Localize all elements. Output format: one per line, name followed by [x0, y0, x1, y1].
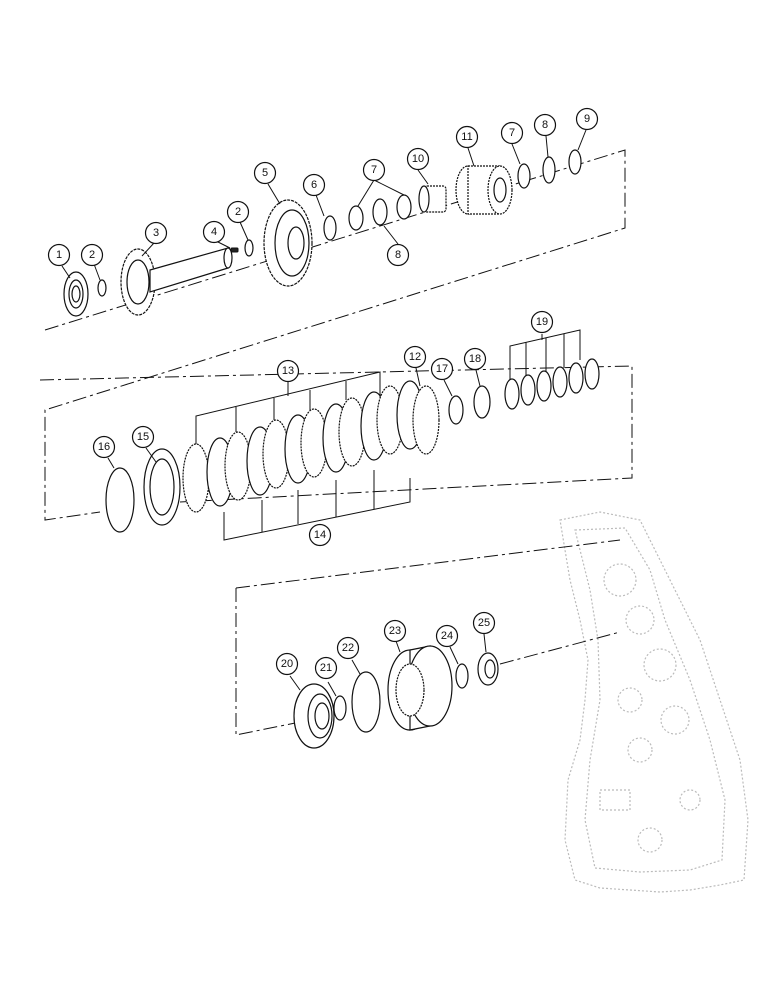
- callout-label: 18: [469, 353, 481, 365]
- callout-2a: 2: [80, 243, 104, 267]
- snap-ring-6: [323, 215, 337, 241]
- callout-label: 11: [461, 131, 472, 143]
- callout-1: 1: [47, 243, 71, 267]
- callout-label: 14: [314, 529, 326, 541]
- callout-label: 9: [584, 113, 590, 125]
- callout-label: 7: [509, 127, 515, 139]
- callout-label: 10: [412, 153, 424, 165]
- callout-7a: 7: [362, 158, 386, 182]
- callout-15: 15: [131, 425, 155, 449]
- snap-ring-24: [455, 663, 469, 689]
- callout-2b: 2: [226, 200, 250, 224]
- washer-18: [473, 385, 491, 419]
- callout-label: 4: [211, 226, 217, 238]
- callout-label: 19: [536, 316, 548, 328]
- callout-20: 20: [275, 652, 299, 676]
- callout-label: 3: [153, 227, 159, 239]
- washers-7b-8b-9: [517, 149, 582, 189]
- callout-label: 17: [436, 363, 448, 375]
- ring-21: [333, 695, 347, 721]
- pin-4: [230, 247, 239, 253]
- snap-ring-2b: [244, 239, 254, 257]
- callout-9: 9: [575, 107, 599, 131]
- callout-12: 12: [403, 345, 427, 369]
- snap-ring-16: [105, 467, 135, 533]
- callout-label: 16: [98, 441, 110, 453]
- callout-label: 8: [395, 249, 401, 261]
- callout-18: 18: [463, 347, 487, 371]
- leader-lines: [61, 129, 587, 697]
- callout-14: 14: [308, 523, 332, 547]
- callout-23: 23: [383, 619, 407, 643]
- callout-5: 5: [253, 161, 277, 185]
- callout-label: 7: [371, 164, 377, 176]
- callout-17: 17: [430, 357, 454, 381]
- callout-4: 4: [202, 220, 226, 244]
- callout-8b: 8: [533, 113, 557, 137]
- callout-21: 21: [314, 656, 338, 680]
- callout-7b: 7: [500, 121, 524, 145]
- callout-16: 16: [92, 435, 116, 459]
- callout-label: 2: [89, 249, 95, 261]
- snap-ring-2a: [97, 279, 107, 297]
- callout-label: 20: [281, 658, 293, 670]
- large-gear-5: [263, 199, 313, 287]
- callout-label: 25: [478, 617, 490, 629]
- clutch-plates-13-14: [182, 380, 424, 513]
- callout-label: 1: [56, 249, 62, 261]
- callout-25: 25: [472, 611, 496, 635]
- bearing-1: [63, 271, 89, 317]
- callout-label: 15: [137, 431, 149, 443]
- input-shaft-gear-3: [120, 247, 233, 316]
- callout-label: 22: [342, 642, 354, 654]
- callout-22: 22: [336, 636, 360, 660]
- callout-10: 10: [406, 147, 430, 171]
- clutch-plate-12: [412, 385, 440, 455]
- callout-3: 3: [144, 221, 168, 245]
- needle-bearing-10: [418, 185, 447, 213]
- bearing-25: [477, 652, 499, 686]
- callout-label: 8: [542, 119, 548, 131]
- ring-22: [351, 671, 381, 733]
- callout-label: 23: [389, 625, 401, 637]
- clutch-hub-23: [387, 645, 453, 731]
- callout-11: 11: [455, 125, 479, 149]
- snap-ring-17: [448, 395, 464, 425]
- callout-24: 24: [435, 624, 459, 648]
- piston-20: [293, 683, 335, 749]
- callout-label: 21: [320, 662, 332, 674]
- callout-8a: 8: [386, 243, 410, 267]
- callout-label: 2: [235, 206, 241, 218]
- washers-7-8a: [348, 194, 412, 231]
- callout-label: 5: [262, 167, 268, 179]
- callout-label: 13: [282, 365, 294, 377]
- callout-13: 13: [276, 359, 300, 383]
- callout-label: 6: [311, 179, 317, 191]
- double-gear-11: [455, 165, 513, 215]
- plate-15: [143, 448, 181, 526]
- callout-label: 24: [441, 630, 453, 642]
- callout-19: 19: [530, 310, 554, 334]
- callout-label: 12: [409, 351, 421, 363]
- seal-rings-19: [504, 358, 600, 410]
- callout-6: 6: [302, 173, 326, 197]
- transmission-housing-outline: [559, 511, 749, 893]
